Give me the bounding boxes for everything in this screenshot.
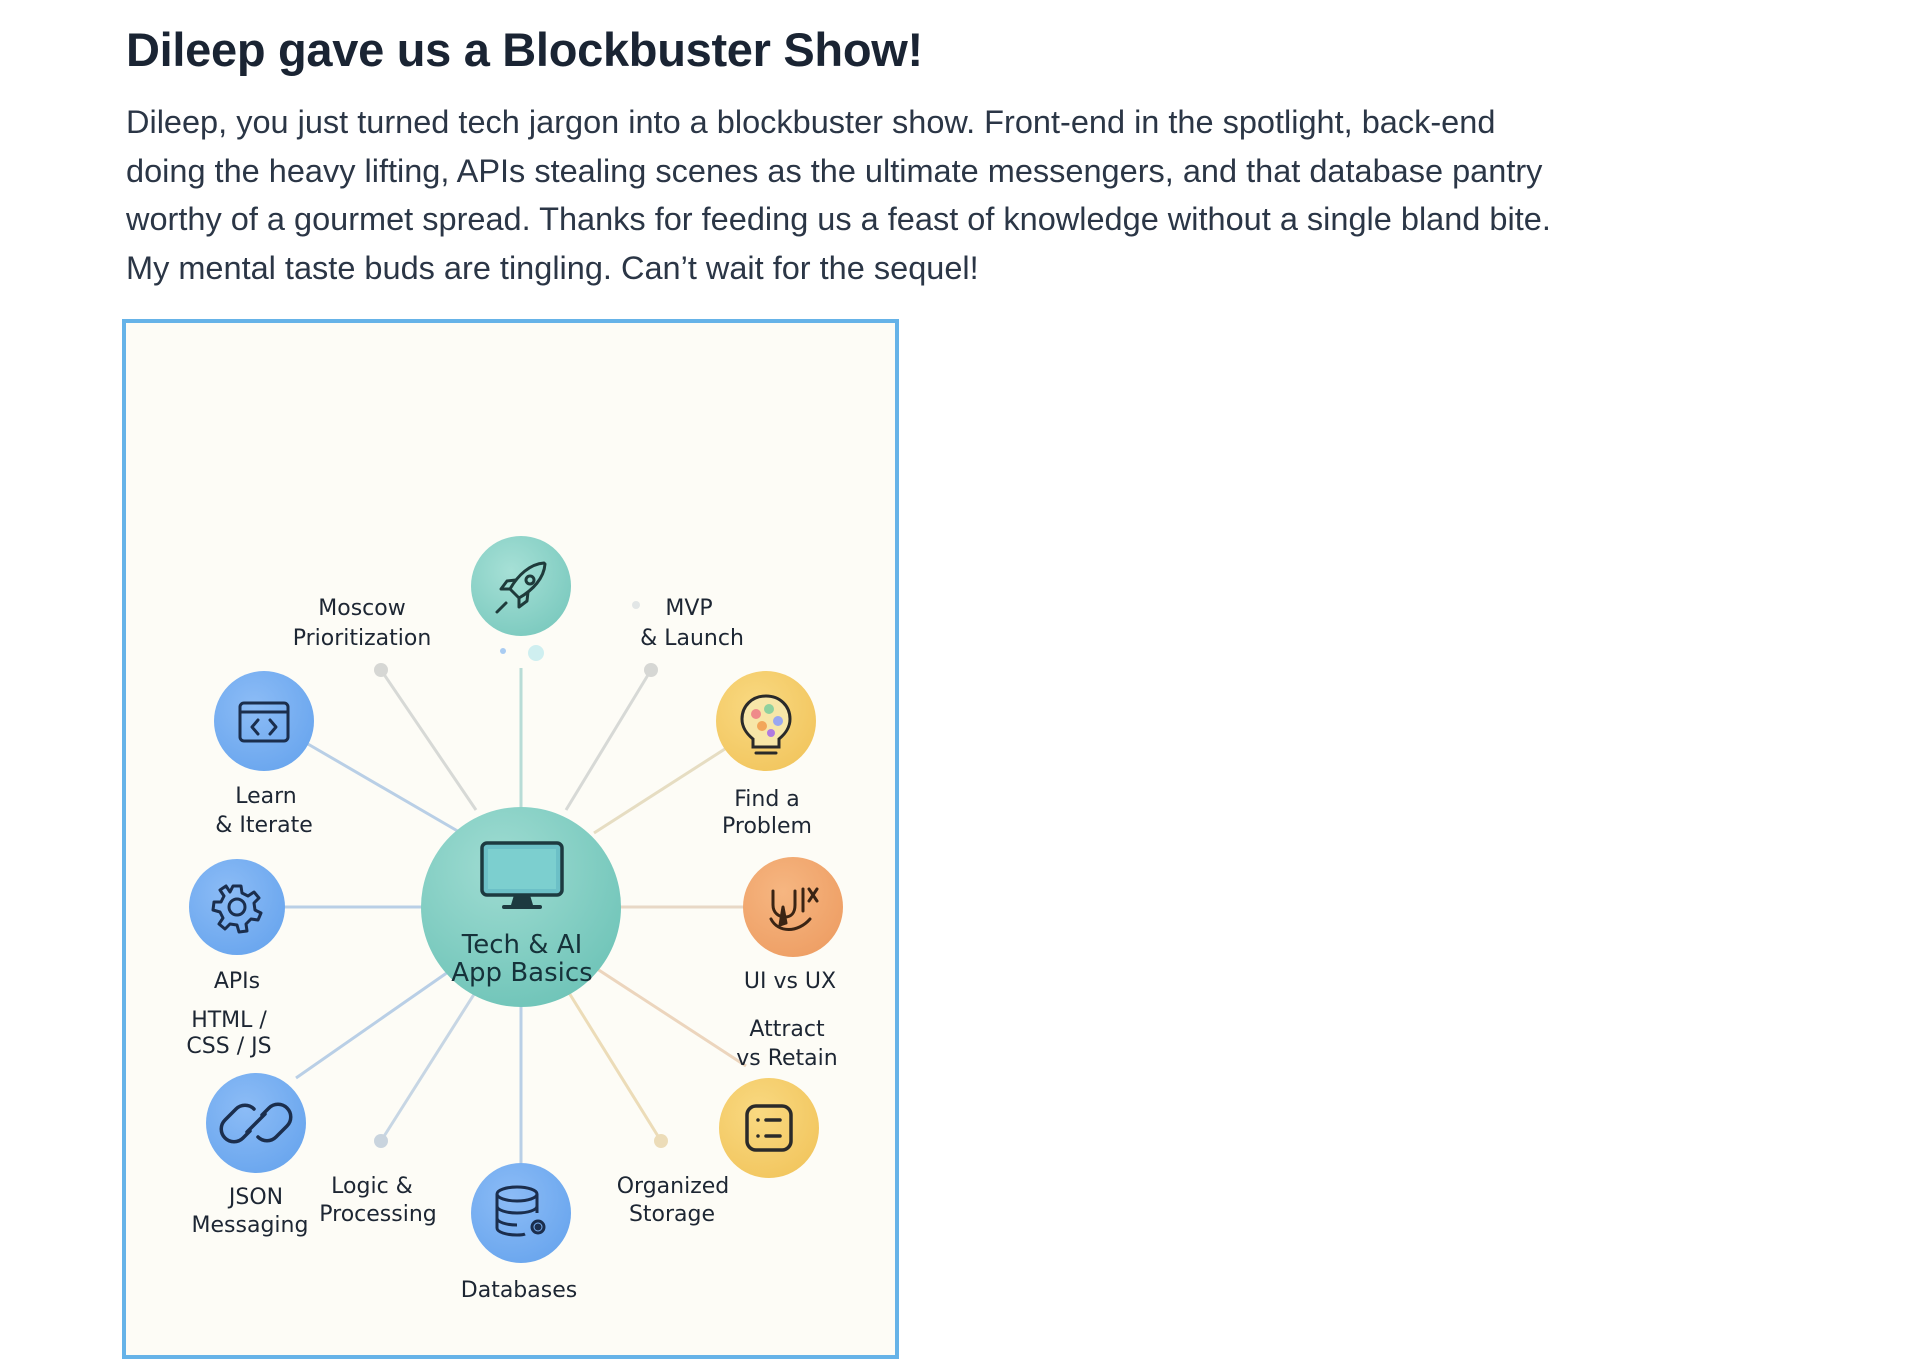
- code-window-icon: [238, 701, 290, 743]
- link-icon: [219, 1102, 293, 1144]
- body-line: worthy of a gourmet spread. Thanks for f…: [126, 201, 1551, 237]
- label-storage-2: Storage: [629, 1202, 715, 1227]
- json-messaging-node[interactable]: [206, 1073, 306, 1173]
- label-storage-1: Organized: [617, 1174, 730, 1199]
- label-attract-1: Attract: [749, 1017, 825, 1042]
- label-moscow-1: Moscow: [318, 596, 405, 621]
- ui-ux-node[interactable]: [743, 857, 843, 957]
- databases-node[interactable]: [471, 1163, 571, 1263]
- label-mvp-2: & Launch: [640, 626, 744, 651]
- apis-node[interactable]: [189, 859, 285, 955]
- ui-ux-icon: [769, 887, 819, 931]
- label-html-2: CSS / JS: [186, 1034, 271, 1059]
- label-find-2: Problem: [722, 814, 812, 839]
- body-line: doing the heavy lifting, APIs stealing s…: [126, 152, 1543, 189]
- rocket-node[interactable]: [471, 536, 571, 636]
- label-mvp-1: MVP: [665, 596, 712, 621]
- label-uiux: UI vs UX: [744, 969, 836, 994]
- post-body: Dileep, you just turned tech jargon into…: [126, 98, 1686, 292]
- label-logic-2: Processing: [319, 1202, 436, 1227]
- gear-icon: [211, 884, 263, 934]
- attract-retain-node[interactable]: [719, 1078, 819, 1178]
- lightbulb-icon: [740, 694, 792, 755]
- body-line: My mental taste buds are tingling. Can’t…: [126, 249, 979, 286]
- monitor-icon: [480, 841, 564, 909]
- label-find-1: Find a: [734, 787, 800, 812]
- label-moscow-2: Prioritization: [293, 626, 432, 651]
- spokes: [281, 668, 766, 1163]
- label-json-2: Messaging: [192, 1213, 309, 1238]
- hub-node[interactable]: Tech & AI App Basics: [421, 807, 621, 1007]
- label-databases: Databases: [461, 1278, 577, 1303]
- post-image[interactable]: Tech & AI App Basics: [122, 319, 899, 1359]
- body-line: Dileep, you just turned tech jargon into…: [126, 104, 1496, 140]
- label-logic-1: Logic &: [331, 1174, 413, 1199]
- hub-label-line1: Tech & AI: [461, 930, 583, 960]
- node-labels: Moscow Prioritization MVP & Launch Learn…: [186, 596, 837, 1303]
- label-html-1: HTML /: [191, 1008, 267, 1033]
- label-json-1: JSON: [227, 1185, 283, 1210]
- database-icon: [495, 1185, 546, 1237]
- label-attract-2: vs Retain: [736, 1046, 837, 1071]
- label-learn-2: & Iterate: [215, 813, 313, 838]
- learn-iterate-node[interactable]: [214, 671, 314, 771]
- label-learn-1: Learn: [235, 784, 297, 809]
- spoke-dots: [374, 601, 668, 1148]
- mind-map-diagram: Tech & AI App Basics: [186, 536, 843, 1303]
- rocket-icon: [495, 561, 547, 614]
- find-problem-node[interactable]: [716, 671, 816, 771]
- hub-label-line2: App Basics: [451, 958, 592, 988]
- post-title: Dileep gave us a Blockbuster Show!: [126, 23, 923, 76]
- checklist-icon: [745, 1104, 793, 1152]
- label-apis: APIs: [214, 969, 260, 994]
